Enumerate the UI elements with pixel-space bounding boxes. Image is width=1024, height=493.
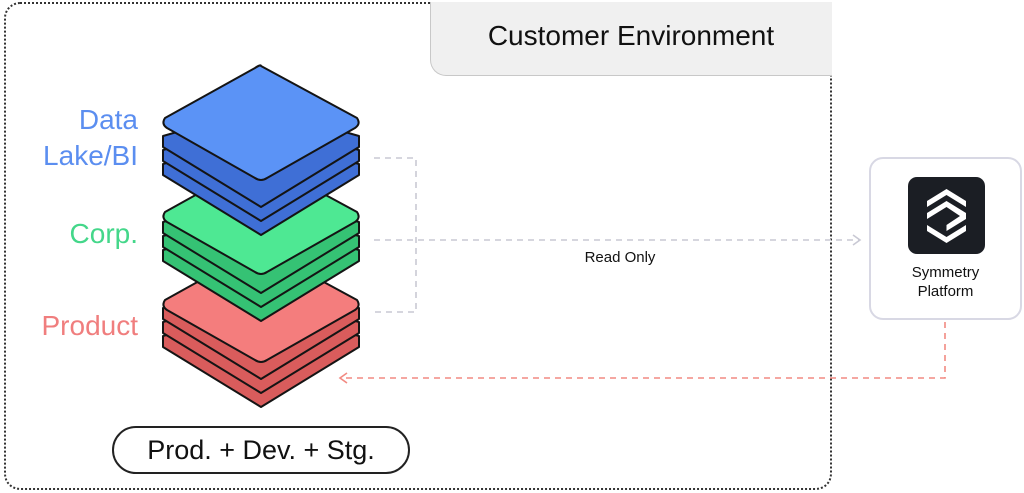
product-label: Product: [41, 310, 139, 341]
data-lake-label: Data Lake/BI: [43, 102, 138, 174]
environments-pill: Prod. + Dev. + Stg.: [112, 426, 410, 474]
platform-name-line2: Platform: [917, 283, 974, 300]
read-only-connector: [374, 157, 862, 313]
read-line-data-lake: [374, 157, 417, 313]
customer-environment-title: Customer Environment: [487, 20, 775, 51]
customer-environment-header: [430, 2, 832, 76]
data-lake-label-line2: Lake/BI: [43, 140, 138, 171]
data-lake-stack: [162, 64, 360, 236]
write-back-connector: [338, 322, 946, 384]
symmetry-logo-icon: [908, 177, 985, 254]
read-only-label: Read Only: [584, 249, 656, 266]
data-lake-label-line1: Data: [78, 104, 138, 135]
corp-label: Corp.: [69, 218, 138, 249]
platform-name-line1: Symmetry: [911, 264, 980, 281]
symmetry-platform-card: Symmetry Platform: [869, 157, 1022, 320]
data-lake-top: [162, 64, 360, 181]
platform-name: Symmetry Platform: [871, 263, 1020, 301]
customer-environment-border: [4, 2, 832, 490]
